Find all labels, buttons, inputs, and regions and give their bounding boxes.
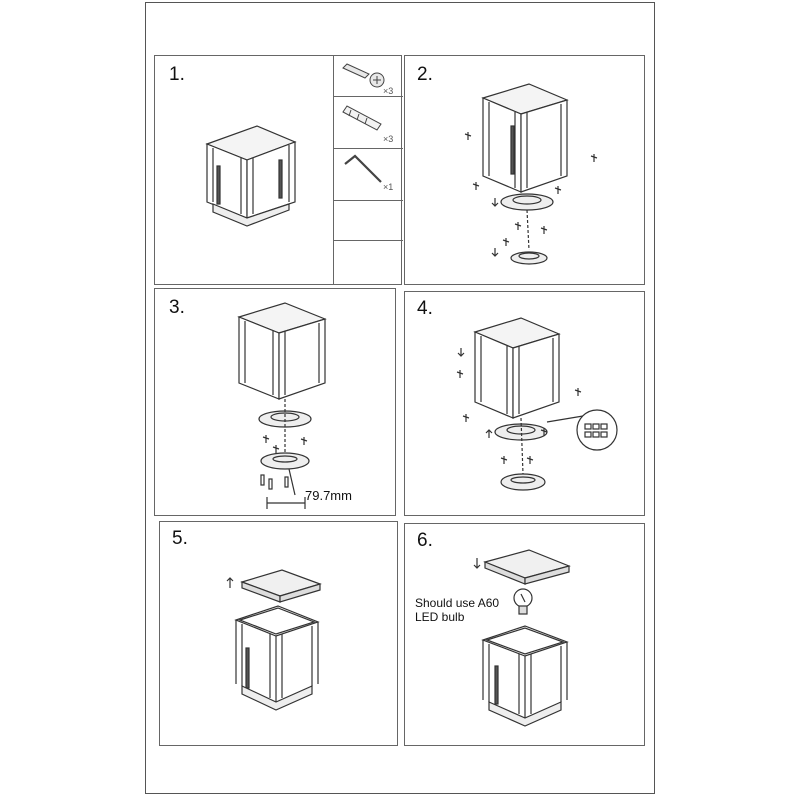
step-2-number: 2. — [417, 64, 433, 85]
parts-row-divider-4 — [333, 240, 403, 241]
step-4-panel: 4. — [404, 291, 645, 516]
step-4-number: 4. — [417, 298, 433, 319]
step-4-reassembly-drawing — [456, 317, 618, 491]
step-5-lid-removal-drawing — [226, 569, 322, 711]
parts-row-divider-1 — [333, 96, 403, 97]
allen-key-icon — [344, 154, 382, 183]
step-1-lamp-drawing — [205, 125, 297, 227]
step-1-number: 1. — [169, 64, 185, 85]
step-3-panel: 3. 79.7mm — [154, 288, 396, 516]
step-6-bulb-and-lid-drawing — [473, 549, 571, 727]
parts-row-divider-2 — [333, 148, 403, 149]
step-3-number: 3. — [169, 297, 185, 318]
bulb-note-line-1: Should use A60 — [415, 596, 500, 610]
step-6-number: 6. — [417, 530, 433, 551]
wall-plug-icon — [342, 105, 382, 131]
step-6-panel: 6. Should use A60 LED bulb — [404, 523, 645, 746]
allen-key-quantity: ×1 — [383, 182, 394, 192]
parts-row-divider-3 — [333, 200, 403, 201]
step-1-panel: 1. ×3 — [154, 55, 403, 285]
hole-spacing-dimension: 79.7mm — [305, 488, 352, 503]
step-3-mounting-drawing — [237, 302, 327, 509]
instruction-sheet-frame — [145, 2, 655, 794]
parts-column-divider — [333, 56, 334, 284]
step-5-panel: 5. — [159, 521, 398, 746]
step-2-panel: 2. — [404, 55, 645, 285]
wall-plug-quantity: ×3 — [383, 134, 394, 144]
bulb-note-line-2: LED bulb — [415, 610, 465, 624]
bulb-requirement-note: Should use A60 LED bulb — [415, 596, 499, 624]
step-2-disassembly-drawing — [464, 83, 598, 265]
screw-quantity: ×3 — [383, 86, 394, 96]
step-5-number: 5. — [172, 528, 188, 549]
screw-icon — [342, 63, 385, 88]
